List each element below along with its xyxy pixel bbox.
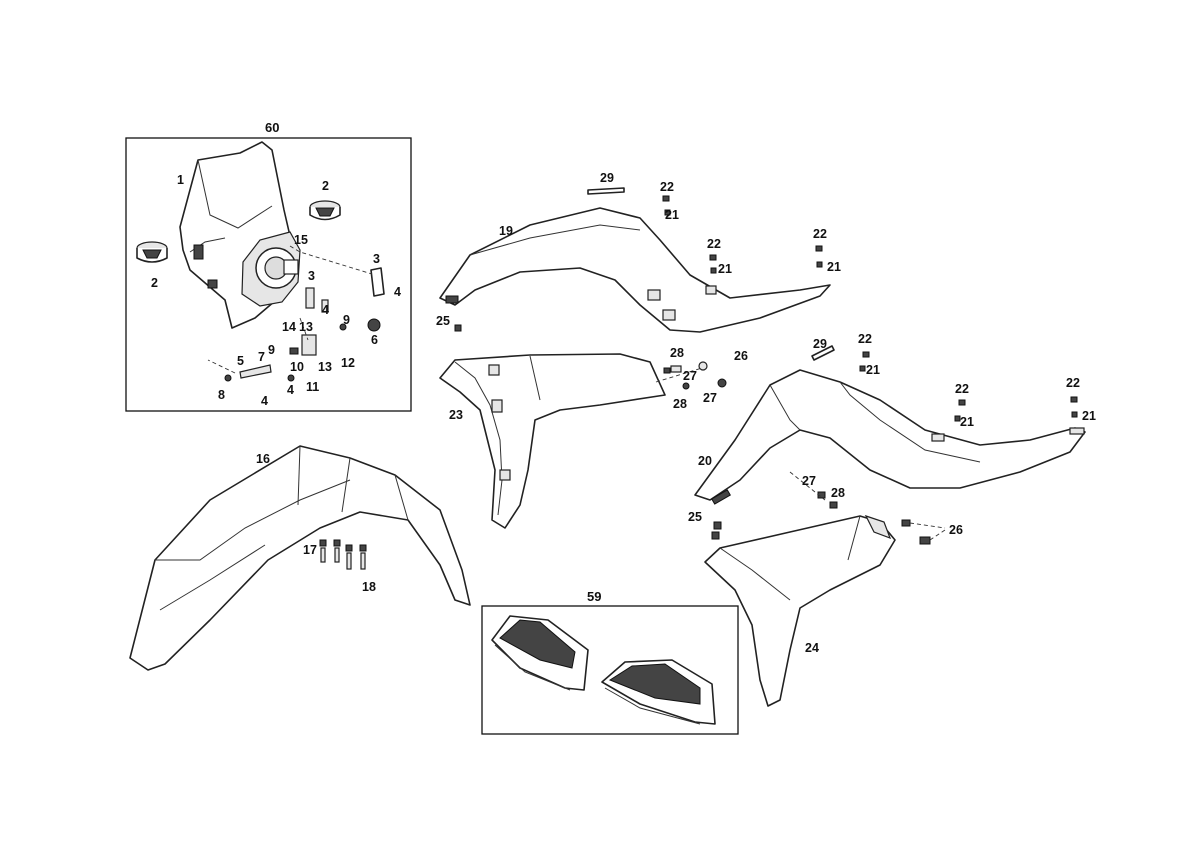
callout-27: 27 (683, 369, 697, 383)
callout-25: 25 (436, 314, 450, 328)
callout-11: 11 (306, 380, 319, 394)
callout-29: 29 (600, 171, 614, 185)
callout-24: 24 (805, 641, 819, 655)
callout-4: 4 (322, 303, 329, 317)
callout-4: 4 (261, 394, 268, 408)
callout-22: 22 (660, 180, 674, 194)
callout-2: 2 (322, 179, 329, 193)
group-label-headlight: 60 (265, 120, 279, 135)
right-scoop-hardware (901, 519, 931, 545)
callout-21: 21 (960, 415, 974, 429)
callout-8: 8 (218, 388, 225, 402)
callout-27: 27 (802, 474, 816, 488)
headlight-lamp (241, 231, 301, 307)
leader-line (289, 245, 373, 275)
callout-15: 15 (294, 233, 308, 247)
leader-line (207, 359, 236, 374)
right-side-panel (694, 369, 1086, 505)
callout-19: 19 (499, 224, 513, 238)
callout-22: 22 (858, 332, 872, 346)
callout-26: 26 (734, 349, 748, 363)
callout-22: 22 (955, 382, 969, 396)
right-panel-screws (711, 351, 1078, 540)
front-fender (129, 445, 471, 671)
callout-3: 3 (308, 269, 315, 283)
left-radiator-scoop (439, 353, 666, 529)
callout-9: 9 (268, 343, 275, 357)
mount-clamp-left (136, 241, 168, 263)
callout-6: 6 (371, 333, 378, 347)
callout-21: 21 (1082, 409, 1096, 423)
fender-bolts (319, 539, 367, 570)
callout-7: 7 (258, 350, 265, 364)
headlight-group-frame (125, 137, 412, 412)
callout-26: 26 (949, 523, 963, 537)
leader-line (299, 317, 309, 341)
callout-25: 25 (688, 510, 702, 524)
left-panel-trim-29 (587, 187, 625, 195)
handguard-right (601, 659, 716, 725)
callout-28: 28 (670, 346, 684, 360)
callout-28: 28 (673, 397, 687, 411)
headlight-small-hardware (224, 267, 385, 382)
leader-line (929, 529, 946, 541)
callout-3: 3 (373, 252, 380, 266)
callout-27: 27 (703, 391, 717, 405)
callout-18: 18 (362, 580, 376, 594)
handguard-left (491, 615, 589, 691)
callout-21: 21 (827, 260, 841, 274)
callout-21: 21 (718, 262, 732, 276)
callout-22: 22 (1066, 376, 1080, 390)
mount-clamp-top (309, 200, 341, 221)
handguard-group-frame (481, 605, 739, 735)
right-panel-trim-29 (811, 345, 835, 361)
callout-21: 21 (665, 208, 679, 222)
leader-line (909, 522, 946, 529)
callout-20: 20 (698, 454, 712, 468)
left-scoop-hardware (663, 361, 727, 390)
callout-9: 9 (343, 313, 350, 327)
callout-2: 2 (151, 276, 158, 290)
callout-4: 4 (287, 383, 294, 397)
group-label-handguards: 59 (587, 589, 601, 604)
callout-10: 10 (290, 360, 304, 374)
callout-22: 22 (813, 227, 827, 241)
right-radiator-scoop (704, 514, 896, 707)
left-side-panel (439, 207, 831, 333)
callout-16: 16 (256, 452, 270, 466)
callout-14: 14 (282, 320, 296, 334)
callout-5: 5 (237, 354, 244, 368)
callout-13: 13 (299, 320, 313, 334)
callout-17: 17 (303, 543, 317, 557)
callout-13: 13 (318, 360, 332, 374)
callout-4: 4 (394, 285, 401, 299)
leader-line (789, 471, 826, 501)
callout-29: 29 (813, 337, 827, 351)
leader-line (655, 367, 703, 383)
callout-1: 1 (177, 173, 184, 187)
callout-21: 21 (866, 363, 880, 377)
callout-28: 28 (831, 486, 845, 500)
callout-12: 12 (341, 356, 355, 370)
callout-23: 23 (449, 408, 463, 422)
left-panel-screws (454, 195, 823, 332)
callout-22: 22 (707, 237, 721, 251)
